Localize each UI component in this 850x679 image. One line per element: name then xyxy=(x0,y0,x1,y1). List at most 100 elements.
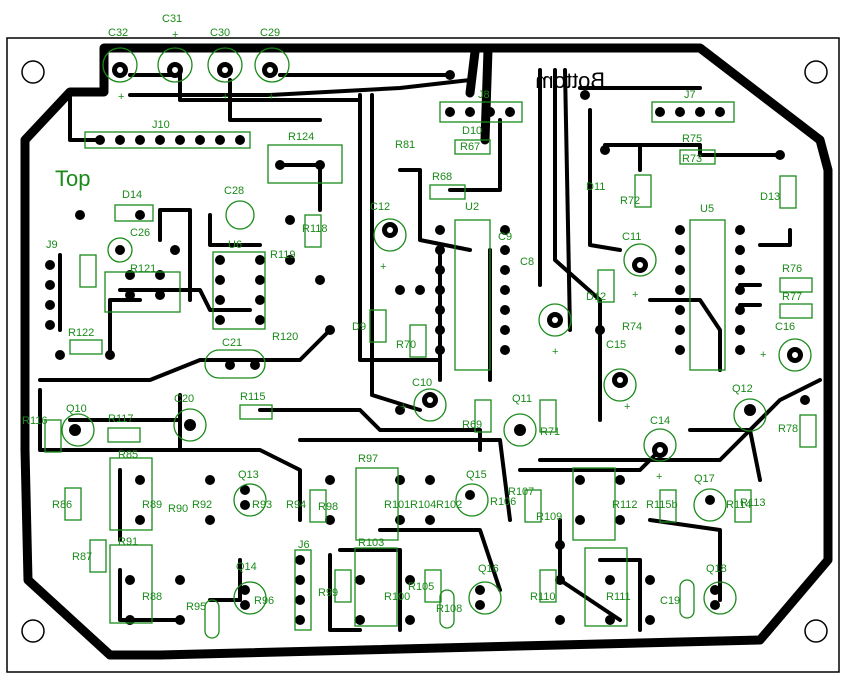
ref-label: Q15 xyxy=(466,469,487,481)
ref-label: Q16 xyxy=(478,563,499,575)
ref-label: R101 xyxy=(384,499,410,511)
ref-label: R117 xyxy=(108,413,133,425)
ref-label: C14 xyxy=(650,415,670,427)
svg-text:+: + xyxy=(222,91,228,103)
ref-label: C11 xyxy=(622,231,641,243)
svg-text:+: + xyxy=(118,91,124,103)
ref-label: Q10 xyxy=(66,403,87,415)
ref-label: R67 xyxy=(460,141,480,153)
ref-label: R88 xyxy=(142,591,162,603)
ref-label: R75 xyxy=(682,133,702,145)
ref-label: Q11 xyxy=(512,393,532,405)
ref-label: R92 xyxy=(192,499,212,511)
ref-label: R108 xyxy=(436,603,462,615)
ref-label: R106 xyxy=(490,496,516,508)
ref-label: R89 xyxy=(142,499,162,511)
ref-label: R100 xyxy=(384,591,410,603)
ref-label: R95 xyxy=(186,601,206,613)
ref-label: R109 xyxy=(536,511,562,523)
svg-text:+: + xyxy=(656,471,662,483)
ref-label: R112 xyxy=(612,499,637,511)
ref-label: D13 xyxy=(760,191,780,203)
ref-label: C28 xyxy=(224,185,244,197)
ref-label: C12 xyxy=(370,201,390,213)
ref-label: D12 xyxy=(586,291,606,303)
ref-label: R120 xyxy=(272,331,298,343)
svg-text:+: + xyxy=(268,91,274,103)
ref-label: R90 xyxy=(168,503,188,515)
ref-label: C8 xyxy=(520,256,534,268)
ref-label: C10 xyxy=(412,377,432,389)
ref-label: U6 xyxy=(228,239,242,251)
ref-label: R111 xyxy=(606,591,631,603)
ref-label: C31 xyxy=(162,13,182,25)
ref-label: R113 xyxy=(740,497,765,509)
ref-label: R87 xyxy=(72,551,92,563)
ref-label: R104 xyxy=(410,499,436,511)
polarity-marks: + + + + + + + + + + + xyxy=(118,29,766,483)
ref-label: R97 xyxy=(358,453,378,465)
ref-label: Q17 xyxy=(694,473,715,485)
ref-label: R78 xyxy=(778,423,798,435)
bottom-layer-label: Bottom xyxy=(535,68,605,93)
ref-label: U5 xyxy=(700,203,714,215)
ref-label: R116 xyxy=(22,415,47,427)
ref-label: J8 xyxy=(478,89,490,101)
top-layer-label: Top xyxy=(55,166,90,191)
ref-label: R115b xyxy=(646,499,678,511)
ref-label: C26 xyxy=(130,227,150,239)
ref-label: C19 xyxy=(660,595,680,607)
ref-label: Q14 xyxy=(236,561,257,573)
svg-text:+: + xyxy=(400,401,406,413)
ref-label: Q18 xyxy=(706,563,727,575)
ref-label: R119 xyxy=(270,249,295,261)
svg-text:+: + xyxy=(624,401,630,413)
ref-label: R76 xyxy=(782,263,802,275)
ref-label: C32 xyxy=(108,27,128,39)
ref-label: R115 xyxy=(240,391,265,403)
ref-label: D9 xyxy=(352,321,366,333)
ref-label: R98 xyxy=(318,501,338,513)
ref-label: Q12 xyxy=(732,383,753,395)
ref-label: R121 xyxy=(130,263,156,275)
signal-tracks xyxy=(38,68,822,632)
svg-text:+: + xyxy=(760,349,766,361)
ref-label: R124 xyxy=(288,131,314,143)
ref-label: R72 xyxy=(620,195,640,207)
ref-label: C21 xyxy=(222,337,242,349)
ref-label: Q13 xyxy=(238,469,259,481)
ref-label: R85 xyxy=(118,449,138,461)
ref-label: R71 xyxy=(540,426,560,438)
ref-label: C29 xyxy=(260,27,280,39)
ref-label: R86 xyxy=(52,499,72,511)
ref-label: D11 xyxy=(586,181,605,193)
ref-label: R122 xyxy=(68,327,94,339)
ref-label: R70 xyxy=(396,339,416,351)
mounting-holes xyxy=(21,60,828,643)
ref-label: C15 xyxy=(606,339,626,351)
svg-text:+: + xyxy=(380,261,386,273)
ref-label: C30 xyxy=(210,27,230,39)
ref-label: R73 xyxy=(682,153,702,165)
ground-trace xyxy=(20,43,833,660)
ref-label: C9 xyxy=(498,231,512,243)
ref-label: R93 xyxy=(252,499,272,511)
ref-label: J10 xyxy=(152,119,170,131)
ref-label: R114 xyxy=(726,499,751,511)
ref-label: U2 xyxy=(465,201,479,213)
ref-label: R94 xyxy=(286,499,306,511)
ref-label: R99 xyxy=(318,587,338,599)
ref-label: J9 xyxy=(46,239,58,251)
board-outline xyxy=(6,37,840,673)
svg-text:+: + xyxy=(632,289,638,301)
ref-label: R102 xyxy=(436,499,462,511)
ref-label: R74 xyxy=(622,321,642,333)
component-outlines xyxy=(44,47,817,639)
ref-label: R91 xyxy=(118,536,138,548)
svg-text:+: + xyxy=(552,346,558,358)
ref-label: R69 xyxy=(462,419,482,431)
reference-designators: C32 C31 C30 C29 J10 R124 J9 D14 C26 C28 … xyxy=(22,13,802,615)
ref-label: J7 xyxy=(684,89,696,101)
pads xyxy=(45,62,810,625)
